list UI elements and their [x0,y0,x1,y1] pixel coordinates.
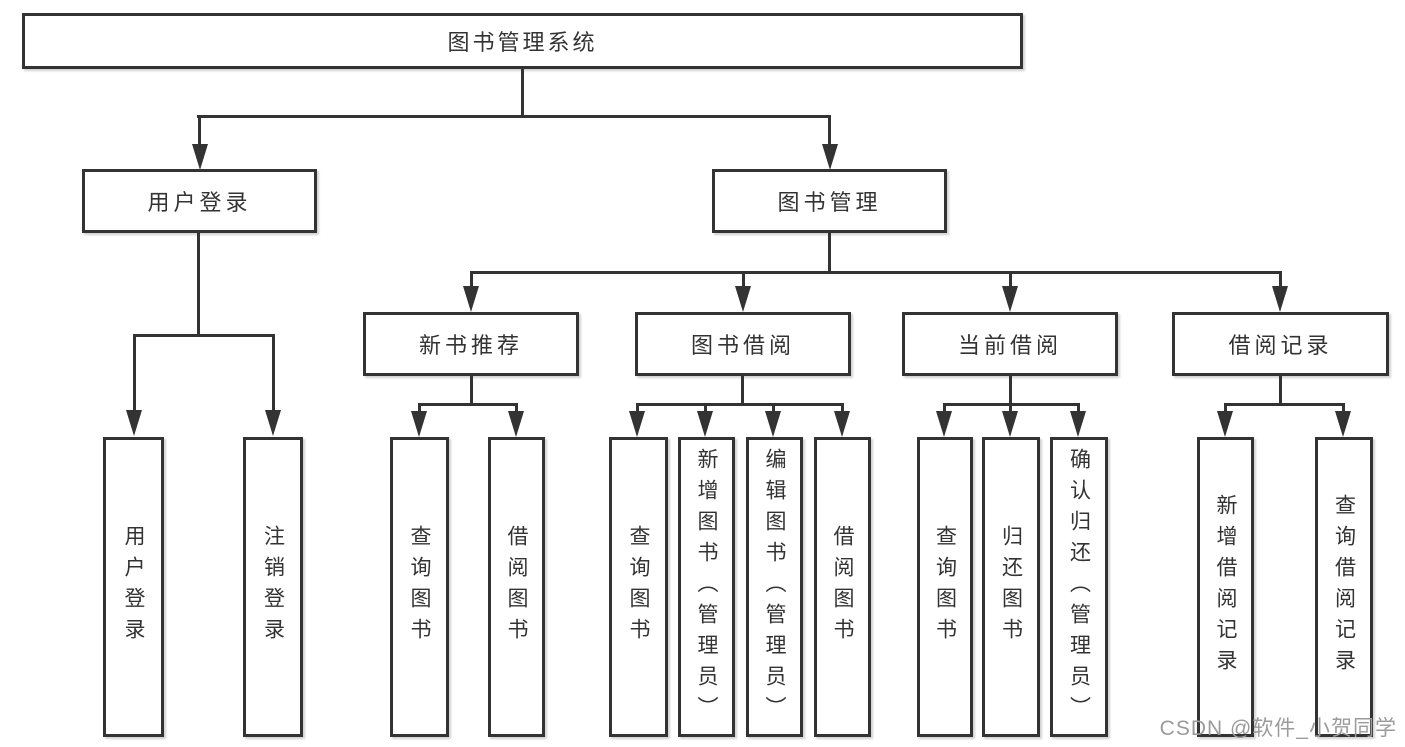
arrowhead-down-icon [1002,411,1018,437]
connector-line [197,115,831,118]
arrowhead-down-icon [1070,411,1086,437]
connector-line [636,403,844,406]
node-library-management-system: 图书管理系统 [22,13,1023,69]
arrowhead-down-icon [822,144,838,170]
connector-line [704,403,707,413]
node-new-book-recommendation: 新书推荐 [363,312,579,376]
leaf-borrow-books-borrowing: 借阅图书 [814,437,871,737]
arrowhead-down-icon [1217,411,1233,437]
connector-line [742,271,745,288]
connector-line [197,233,200,337]
arrowhead-down-icon [1002,286,1018,312]
connector-line [741,376,744,406]
node-borrowing-records: 借阅记录 [1172,312,1389,376]
node-book-borrowing: 图书借阅 [635,312,851,376]
connector-line [418,403,421,413]
connector-line [198,115,201,147]
connector-line [1009,376,1012,406]
leaf-query-books-recommend: 查询图书 [390,437,449,737]
leaf-return-book: 归还图书 [982,437,1040,737]
leaf-edit-book-admin: 编辑图书（管理员） [746,437,803,737]
connector-line [470,271,473,288]
connector-line [1009,271,1012,288]
arrowhead-down-icon [735,286,751,312]
arrowhead-down-icon [765,411,781,437]
connector-line [418,403,518,406]
connector-line [470,271,1282,274]
arrowhead-down-icon [192,144,208,170]
arrowhead-down-icon [834,411,850,437]
connector-line [133,334,136,411]
arrowhead-down-icon [508,411,524,437]
watermark: CSDN @软件_小贺同学 [1159,717,1397,740]
connector-line [636,403,639,413]
connector-line [1009,403,1012,413]
connector-line [1342,403,1345,413]
leaf-query-books-current: 查询图书 [917,437,973,737]
node-user-login: 用户登录 [82,169,317,233]
arrowhead-down-icon [1272,286,1288,312]
connector-line [1077,403,1080,413]
connector-line [1279,271,1282,288]
arrowhead-down-icon [1335,411,1351,437]
node-book-management: 图书管理 [712,169,947,233]
connector-line [841,403,844,413]
connector-line [1224,403,1345,406]
node-current-borrowing: 当前借阅 [902,312,1118,376]
connector-line [1224,403,1227,413]
connector-line [828,233,831,273]
arrowhead-down-icon [936,411,952,437]
connector-line [943,403,946,413]
arrowhead-down-icon [629,411,645,437]
arrowhead-down-icon [126,410,142,436]
arrowhead-down-icon [411,411,427,437]
arrowhead-down-icon [265,410,281,436]
arrowhead-down-icon [463,286,479,312]
connector-line [515,403,518,413]
leaf-query-books-borrowing: 查询图书 [609,437,668,737]
connector-line [133,334,275,337]
leaf-borrow-books-recommend: 借阅图书 [488,437,545,737]
connector-line [1279,376,1282,406]
leaf-add-book-admin: 新增图书（管理员） [678,437,735,737]
leaf-confirm-return-admin: 确认归还（管理员） [1050,437,1108,737]
arrowhead-down-icon [697,411,713,437]
connector-line [772,403,775,413]
leaf-add-borrow-record: 新增借阅记录 [1197,437,1254,737]
connector-line [470,376,473,406]
connector-line [828,115,831,147]
leaf-user-login: 用户登录 [103,437,164,737]
connector-line [272,334,275,411]
leaf-query-borrow-record: 查询借阅记录 [1315,437,1373,737]
connector-line [521,68,524,118]
leaf-logout: 注销登录 [243,437,303,737]
